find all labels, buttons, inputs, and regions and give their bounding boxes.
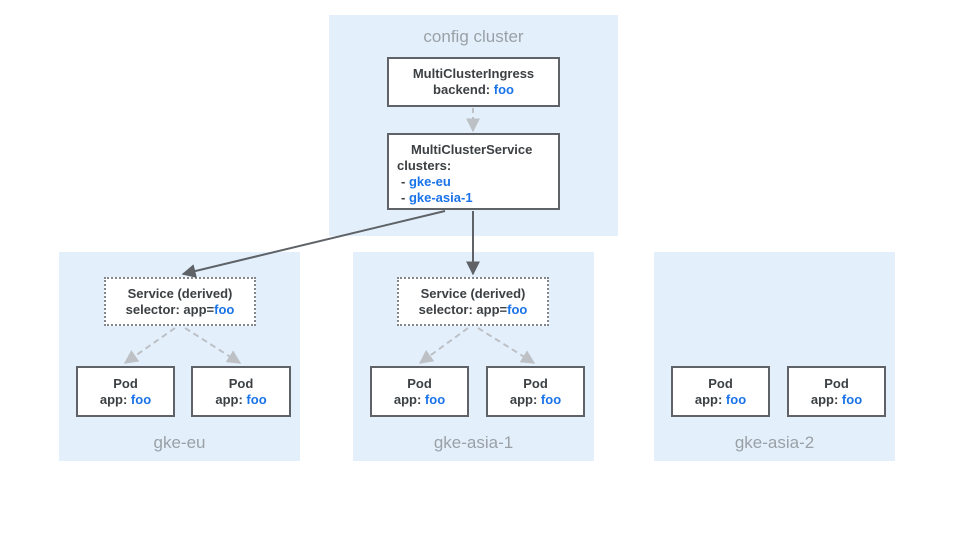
mcs-title: MultiClusterService (411, 142, 533, 157)
service-to-pod-arrow (418, 327, 469, 364)
service-selector: selector: app=foo (418, 301, 528, 317)
derived-service-box: Service (derived) selector: app=foo (397, 277, 549, 326)
pod-title: Pod (113, 375, 138, 391)
mci-title: MultiClusterIngress (412, 66, 535, 81)
pod-title: Pod (824, 375, 849, 391)
cluster-label: gke-eu (153, 433, 206, 452)
pod-label: app: foo (509, 391, 562, 407)
mcs-to-gke-eu-service-arrow (181, 210, 446, 278)
service-title: Service (derived) (127, 285, 233, 301)
pod-box: Pod app: foo (370, 366, 469, 417)
multicluster-ingress-box: MultiClusterIngress backend: foo (387, 57, 560, 107)
service-title: Service (derived) (420, 285, 526, 301)
mcs-clusters-key: clusters: (397, 158, 452, 173)
pod-box: Pod app: foo (671, 366, 770, 417)
pod-box: Pod app: foo (787, 366, 886, 417)
pod-title: Pod (407, 375, 432, 391)
service-to-pod-arrow (184, 327, 242, 364)
pod-title: Pod (523, 375, 548, 391)
multicluster-service-box: MultiClusterService clusters: - gke-eu -… (387, 133, 560, 210)
pod-label: app: foo (810, 391, 863, 407)
cluster-panel-gke-asia-2: gke-asia-2 (654, 252, 895, 461)
pod-label: app: foo (694, 391, 747, 407)
config-cluster-label: config cluster (423, 27, 524, 46)
service-to-pod-arrow (123, 327, 176, 364)
pod-title: Pod (708, 375, 733, 391)
derived-service-box: Service (derived) selector: app=foo (104, 277, 256, 326)
cluster-label: gke-asia-2 (734, 433, 815, 452)
mcs-cluster-item: - gke-asia-1 (401, 190, 473, 205)
pod-label: app: foo (215, 391, 267, 407)
pod-label: app: foo (393, 391, 446, 407)
mci-backend: backend: foo (433, 82, 514, 97)
pod-box: Pod app: foo (191, 366, 291, 417)
service-to-pod-arrow (477, 327, 536, 364)
pod-box: Pod app: foo (76, 366, 175, 417)
pod-title: Pod (228, 375, 254, 391)
service-selector: selector: app=foo (125, 301, 235, 317)
cluster-label: gke-asia-1 (433, 433, 514, 452)
pod-label: app: foo (99, 391, 152, 407)
pod-box: Pod app: foo (486, 366, 585, 417)
mcs-cluster-item: - gke-eu (401, 174, 451, 189)
